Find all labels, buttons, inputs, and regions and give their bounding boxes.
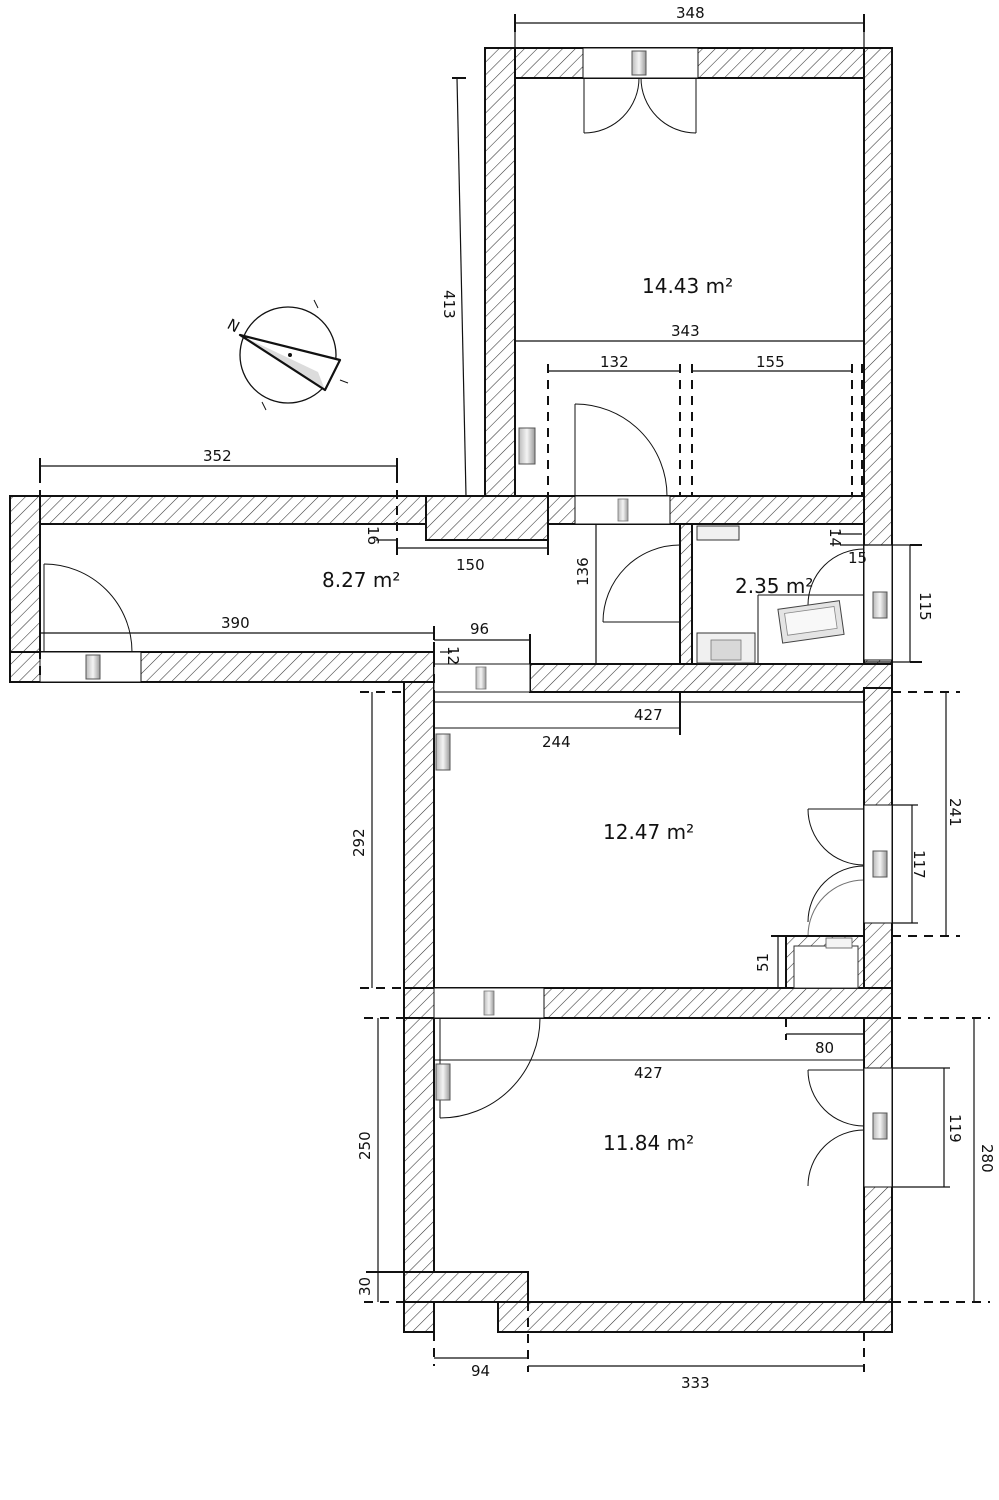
- wall-top-room-left: [484, 47, 516, 497]
- dimension-lines: [39, 14, 990, 1372]
- walls: [9, 47, 893, 1333]
- dim-hall-length: 352: [203, 447, 232, 465]
- dim-bottom-333: 333: [681, 1374, 710, 1392]
- door-handle-icon: [483, 990, 495, 1016]
- room-area-top: 14.43 m²: [642, 274, 733, 298]
- radiator-icon: [435, 1063, 451, 1101]
- dim-hall-12: 12: [444, 646, 462, 665]
- dim-middle-244: 244: [542, 733, 571, 751]
- dim-bath-115: 115: [916, 592, 934, 621]
- radiator-icon: [518, 427, 536, 465]
- room-area-middle: 12.47 m²: [603, 820, 694, 844]
- dim-middle-292: 292: [350, 828, 368, 857]
- wall-vestibule-divider: [679, 523, 693, 665]
- door-bath-window: [807, 548, 865, 606]
- dim-vestibule-136: 136: [574, 557, 592, 586]
- dim-bath-15: 15: [848, 549, 867, 567]
- radiator-icon: [872, 850, 888, 878]
- door-handle-icon: [475, 666, 487, 690]
- dim-top-height: 413: [440, 290, 458, 319]
- dim-middle-241: 241: [946, 798, 964, 827]
- dim-top-inner-width: 343: [671, 322, 700, 340]
- sink-icon: [696, 525, 740, 541]
- small-fixture-icon: [825, 937, 853, 949]
- door-bottom-window: [807, 1069, 865, 1187]
- dim-top-width: 348: [676, 4, 705, 22]
- dim-middle-117: 117: [910, 850, 928, 879]
- dim-bottom-250: 250: [356, 1131, 374, 1160]
- dim-middle-427: 427: [634, 706, 663, 724]
- dim-hall-wall-16: 16: [364, 526, 382, 545]
- radiator-icon: [872, 591, 888, 619]
- dim-hall-bottom-390: 390: [221, 614, 250, 632]
- dim-hall-96: 96: [470, 620, 489, 638]
- door-closet: [574, 403, 668, 497]
- room-area-bathroom: 2.35 m²: [735, 574, 813, 598]
- room-area-hallway: 8.27 m²: [322, 568, 400, 592]
- niche-box: [793, 945, 859, 989]
- radiator-icon: [435, 733, 451, 771]
- wall-bottom-bottom: [497, 1301, 893, 1333]
- openings: [39, 47, 893, 1188]
- dim-bottom-119: 119: [946, 1114, 964, 1143]
- radiator-icon: [85, 654, 101, 680]
- dim-bottom-94: 94: [471, 1362, 490, 1380]
- dim-closet-right: 155: [756, 353, 785, 371]
- sink-basin: [710, 639, 742, 661]
- north-arrow-icon: [238, 333, 342, 392]
- dimension-labels: 348 413 343 132 155 352 16 150 390 96 12…: [203, 4, 996, 1392]
- dim-middle-80: 80: [815, 1039, 834, 1057]
- dim-bath-14: 14: [826, 528, 844, 547]
- door-vestibule: [602, 544, 681, 623]
- dim-bottom-30: 30: [356, 1277, 374, 1296]
- radiator-icon: [872, 1112, 888, 1140]
- compass: N: [224, 299, 349, 411]
- fixtures: [85, 50, 888, 1140]
- door-middle-window: [807, 808, 865, 937]
- door-top-double: [583, 77, 697, 134]
- radiator-icon: [631, 50, 647, 76]
- dim-hall-segment-150: 150: [456, 556, 485, 574]
- interior-lines: [40, 340, 864, 1061]
- compass-north-label: N: [224, 315, 242, 336]
- wall-bottom-ledge: [403, 1271, 529, 1303]
- dim-bottom-280: 280: [978, 1144, 996, 1173]
- dim-bottom-427: 427: [634, 1064, 663, 1082]
- door-bottom: [439, 1017, 541, 1119]
- wall-hall-top-mid: [425, 495, 549, 541]
- room-area-bottom: 11.84 m²: [603, 1131, 694, 1155]
- dim-closet-left: 132: [600, 353, 629, 371]
- room-labels: 14.43 m² 8.27 m² 2.35 m² 12.47 m² 11.84 …: [322, 274, 813, 1155]
- wall-bath-bottom: [529, 663, 893, 693]
- door-swings: [43, 77, 865, 1187]
- wall-hall-top: [9, 495, 427, 525]
- bathtub-icon: [777, 600, 845, 644]
- door-handle-icon: [617, 498, 629, 522]
- dim-middle-51: 51: [754, 953, 772, 972]
- door-hall-entry: [43, 563, 133, 653]
